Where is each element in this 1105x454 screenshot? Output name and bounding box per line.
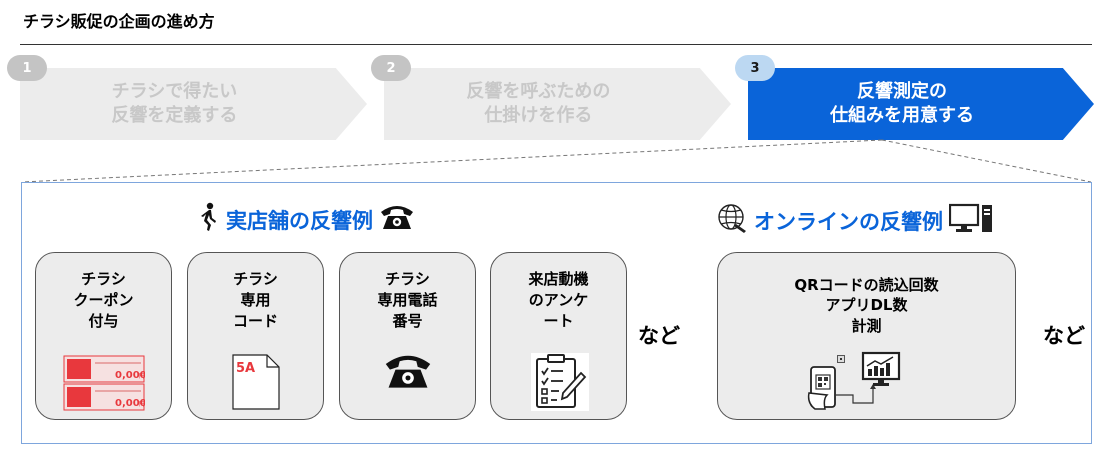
step-3-chevron [748, 68, 1094, 140]
telephone-icon [340, 351, 475, 391]
online-section-title: オンラインの反響例 [754, 209, 943, 234]
coupon-value-1: 0,000 [115, 370, 145, 381]
globe-icon [716, 202, 748, 239]
store-section-header: 実店舗の反響例 [198, 202, 415, 237]
smartphone-qr-icon [807, 355, 845, 410]
coupon-unit-1: 円 [139, 373, 145, 380]
card-phone-text: チラシ 専用電話 番号 [377, 270, 438, 330]
card-code-text: チラシ 専用 コード [232, 270, 278, 330]
card-survey-text: 来店動機 のアンケ ート [528, 270, 589, 330]
coupon-unit-2: 円 [139, 401, 145, 408]
online-section-header: オンラインの反響例 [716, 202, 995, 239]
page-title: チラシ販促の企画の進め方 [23, 12, 215, 31]
store-section-title: 実店舗の反響例 [226, 208, 373, 233]
card-dedicated-phone: チラシ 専用電話 番号 [339, 252, 476, 420]
coupon-icon: 0,000 円 0,000 円 [36, 355, 171, 411]
walking-person-icon [198, 202, 220, 237]
desktop-computer-icon [948, 202, 995, 239]
analytics-monitor-icon [861, 351, 900, 386]
step-3-label: 反響測定の 仕組みを用意する [829, 80, 974, 126]
step-1-label: チラシで得たい 反響を定義する [111, 80, 238, 126]
online-etc-label: など [1043, 324, 1085, 348]
telephone-icon [379, 203, 415, 236]
step-3-number-badge: 3 [735, 55, 775, 81]
step-1-number-badge: 1 [7, 55, 47, 81]
card-online-metrics: QRコードの読込回数 アプリDL数 計測 [717, 252, 1016, 420]
code-value: 5A [236, 361, 255, 376]
card-coupon-text: チラシ クーポン 付与 [73, 270, 134, 330]
store-etc-label: など [638, 324, 680, 348]
coupon-value-2: 0,000 [115, 398, 145, 409]
step-2: 反響を呼ぶための 仕掛けを作る 2 [371, 55, 731, 140]
checklist-icon [491, 353, 626, 411]
card-dedicated-code: チラシ 専用 コード 5A [187, 252, 324, 420]
title-divider [20, 44, 1092, 45]
code-document-icon: 5A [188, 353, 323, 411]
step-1-chevron [20, 68, 367, 140]
online-metrics-art [718, 351, 1015, 411]
step-3: 反響測定の 仕組みを用意する 3 [735, 55, 1094, 140]
card-online-text: QRコードの読込回数 アプリDL数 計測 [794, 276, 939, 335]
card-coupon: チラシ クーポン 付与 0,000 円 0,000 円 [35, 252, 172, 420]
step-2-chevron [384, 68, 731, 140]
step-1: チラシで得たい 反響を定義する 1 [7, 55, 367, 140]
card-visit-survey: 来店動機 のアンケ ート [490, 252, 627, 420]
step-2-number-badge: 2 [371, 55, 411, 81]
step-2-label: 反響を呼ぶための 仕掛けを作る [466, 80, 611, 126]
